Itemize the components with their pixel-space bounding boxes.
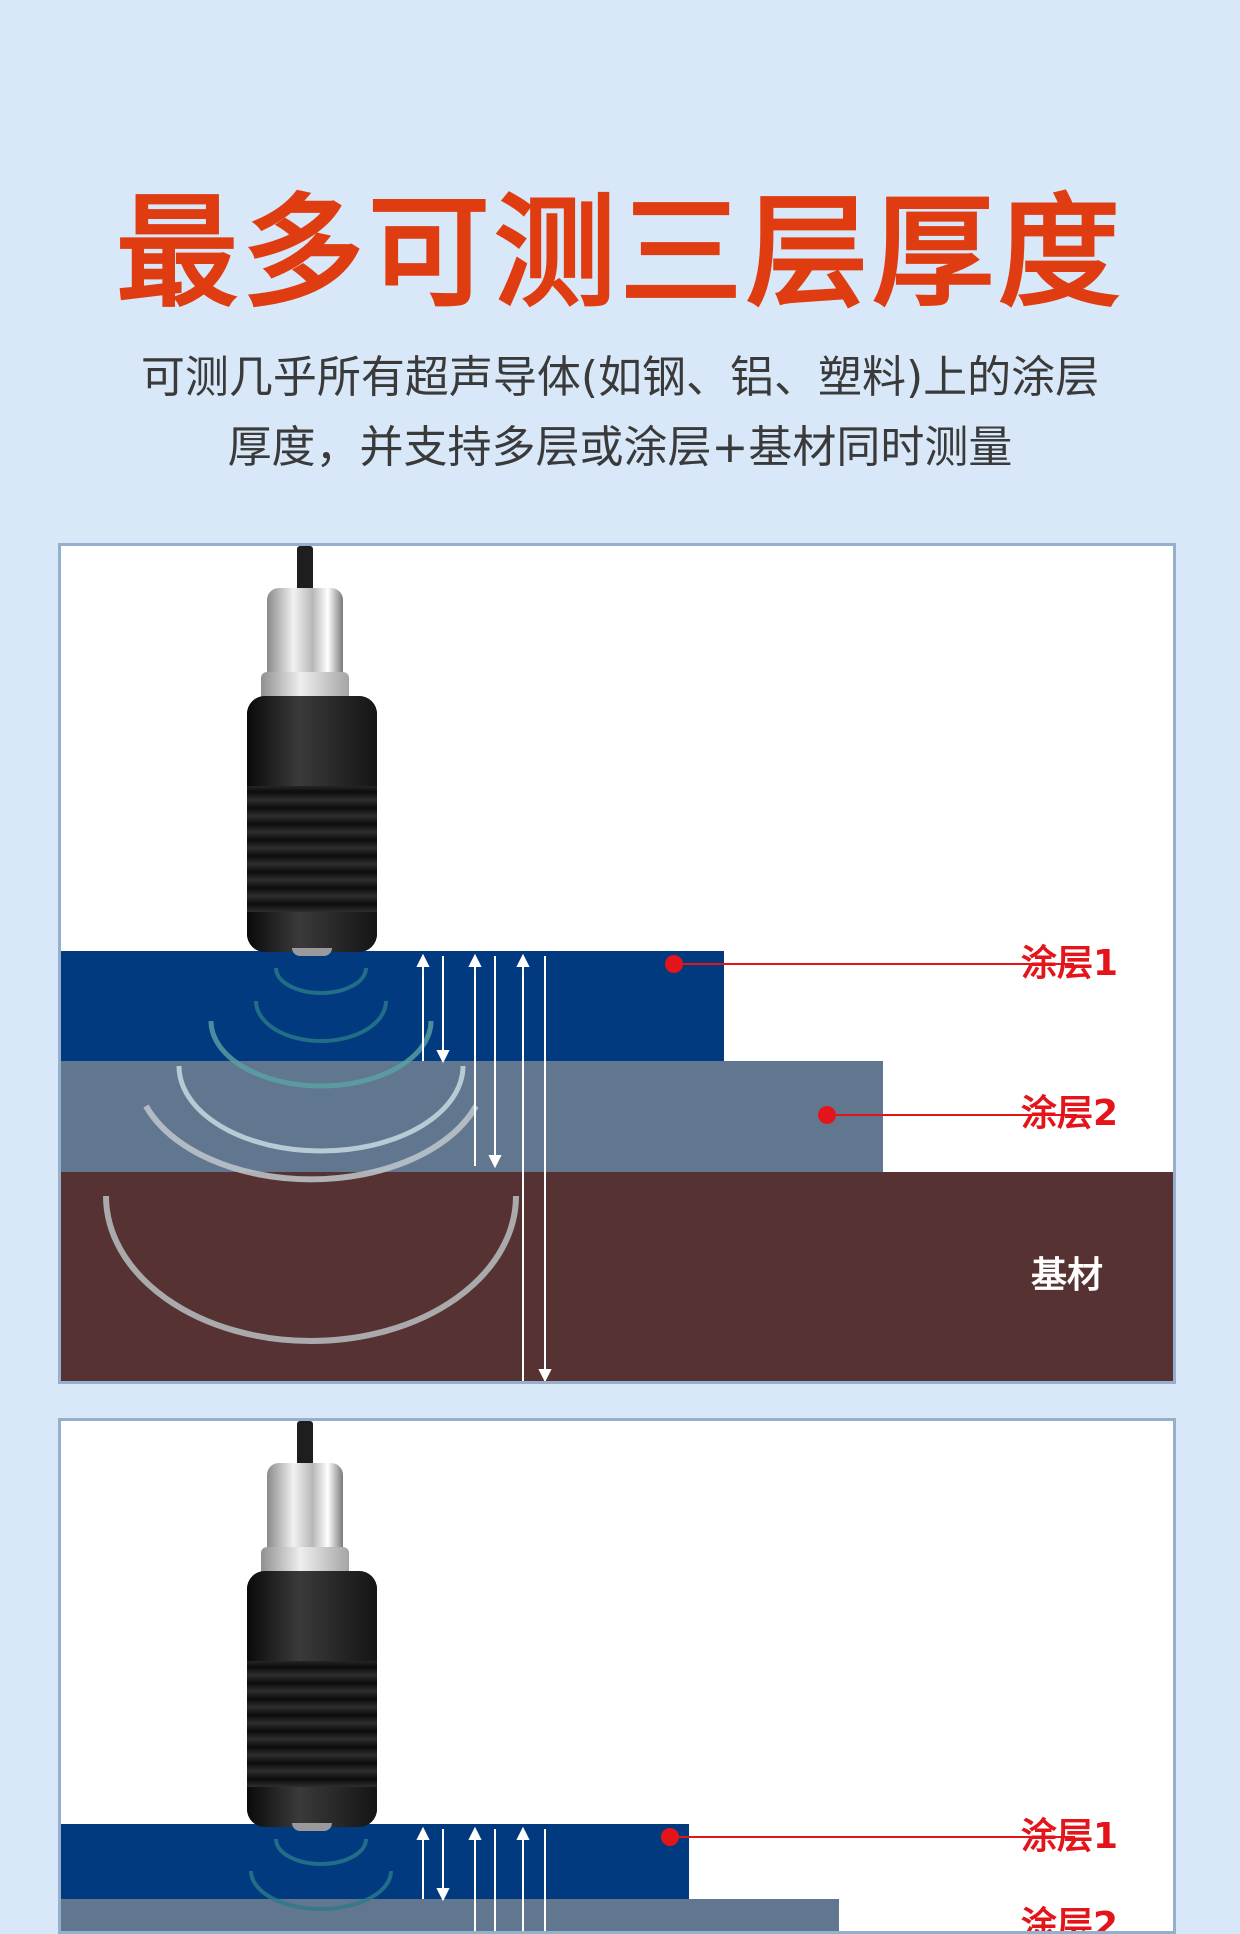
subtitle-line-2: 厚度，并支持多层或涂层+基材同时测量 xyxy=(227,422,1013,473)
leader-line-coat1 xyxy=(674,963,1074,965)
subtitle-line-1: 可测几乎所有超声导体(如钢、铝、塑料)上的涂层 xyxy=(140,352,1100,403)
leader-line-coat2 xyxy=(827,1114,1077,1116)
label-coat1: 涂层1 xyxy=(1021,943,1119,984)
coating-layer-1 xyxy=(61,1824,689,1899)
label-substrate: 基材 xyxy=(1031,1255,1104,1296)
coating-layer-1 xyxy=(61,951,724,1061)
substrate-layer xyxy=(61,1172,1173,1381)
ultrasonic-probe xyxy=(247,1421,377,1836)
ultrasonic-waves xyxy=(249,1826,546,1931)
diagram-two-coatings: 涂层1 涂层2 xyxy=(58,1418,1176,1934)
label-coat2: 涂层2 xyxy=(1021,1093,1119,1134)
diagram-three-layers: 涂层1 涂层2 基材 xyxy=(58,543,1176,1384)
page-title: 最多可测三层厚度 xyxy=(116,182,1124,324)
label-coat2: 涂层2 xyxy=(1021,1905,1119,1934)
label-coat1: 涂层1 xyxy=(1021,1816,1119,1857)
leader-line-coat1 xyxy=(670,1836,1075,1838)
ultrasonic-waves xyxy=(103,953,552,1381)
ultrasonic-probe xyxy=(247,546,377,961)
